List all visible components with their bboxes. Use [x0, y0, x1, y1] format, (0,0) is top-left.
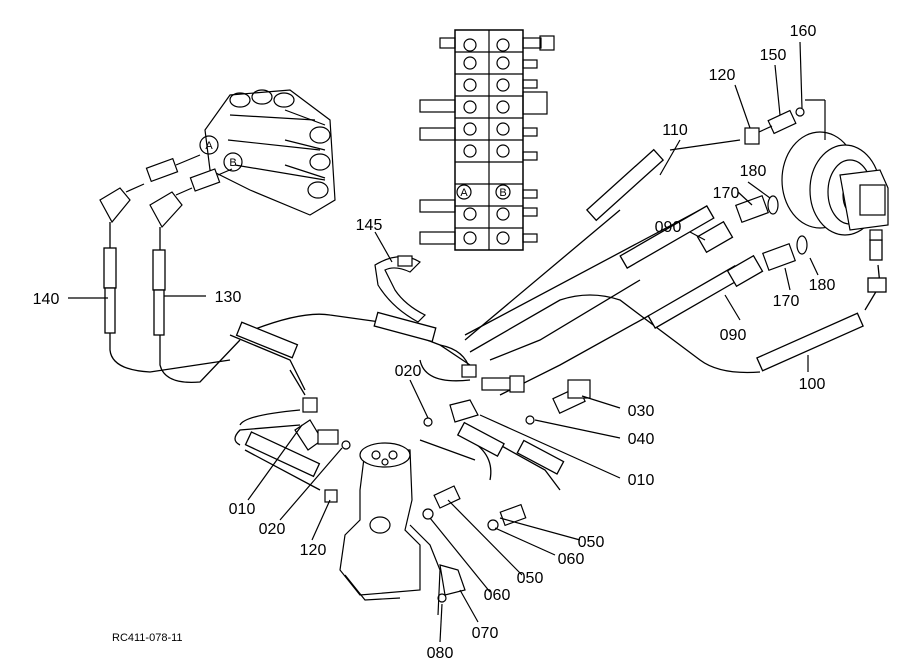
port-a-mark: A — [460, 187, 468, 199]
callout-040: 040 — [628, 431, 655, 448]
callout-010-right: 010 — [628, 472, 655, 489]
callout-110: 110 — [662, 122, 688, 139]
hose-090-top — [619, 205, 734, 269]
hose-strap-145 — [374, 255, 427, 323]
callout-020-top: 020 — [395, 363, 422, 380]
hose-100 — [756, 239, 887, 372]
fittings-150-120 — [744, 107, 805, 145]
hose-routing — [229, 209, 761, 491]
hose-130 — [152, 227, 241, 384]
callout-130: 130 — [215, 289, 242, 306]
callout-020-left: 020 — [259, 521, 286, 538]
callout-060-mid: 060 — [484, 587, 511, 604]
port-b-mark: B — [499, 187, 506, 199]
travel-motor — [781, 99, 889, 241]
callout-140: 140 — [33, 291, 60, 308]
callout-090-top: 090 — [655, 219, 682, 236]
callout-120-bottom: 120 — [300, 542, 327, 559]
callout-120-top: 120 — [709, 67, 736, 84]
callout-060-right: 060 — [558, 551, 585, 568]
center-joint — [339, 442, 441, 616]
callout-050-right: 050 — [578, 534, 605, 551]
callout-070: 070 — [472, 625, 499, 642]
callout-180-top: 180 — [740, 163, 767, 180]
callout-160: 160 — [790, 23, 817, 40]
valve-block-perspective — [204, 89, 336, 216]
callout-150: 150 — [760, 47, 787, 64]
leader-lines — [68, 41, 819, 643]
hose-090-mid — [647, 254, 764, 329]
callout-170-mid: 170 — [773, 293, 800, 310]
callout-180-right: 180 — [809, 277, 836, 294]
callout-030: 030 — [628, 403, 655, 420]
control-valve-stack: A B — [419, 29, 555, 251]
valve-fittings — [99, 154, 233, 229]
hose-140 — [103, 222, 231, 373]
callout-050-mid: 050 — [517, 570, 544, 587]
callout-080: 080 — [427, 645, 454, 662]
callout-170-top: 170 — [713, 185, 740, 202]
port-a-mark-left: A — [205, 140, 213, 152]
callout-145: 145 — [356, 217, 383, 234]
callout-100: 100 — [799, 376, 826, 393]
fittings-170-180 — [734, 194, 808, 272]
port-b-mark-left: B — [229, 157, 236, 169]
lower-fittings — [294, 364, 591, 603]
drawing-code: RC411-078-11 — [112, 632, 183, 644]
callout-090-mid: 090 — [720, 327, 747, 344]
callout-010-left: 010 — [229, 501, 256, 518]
